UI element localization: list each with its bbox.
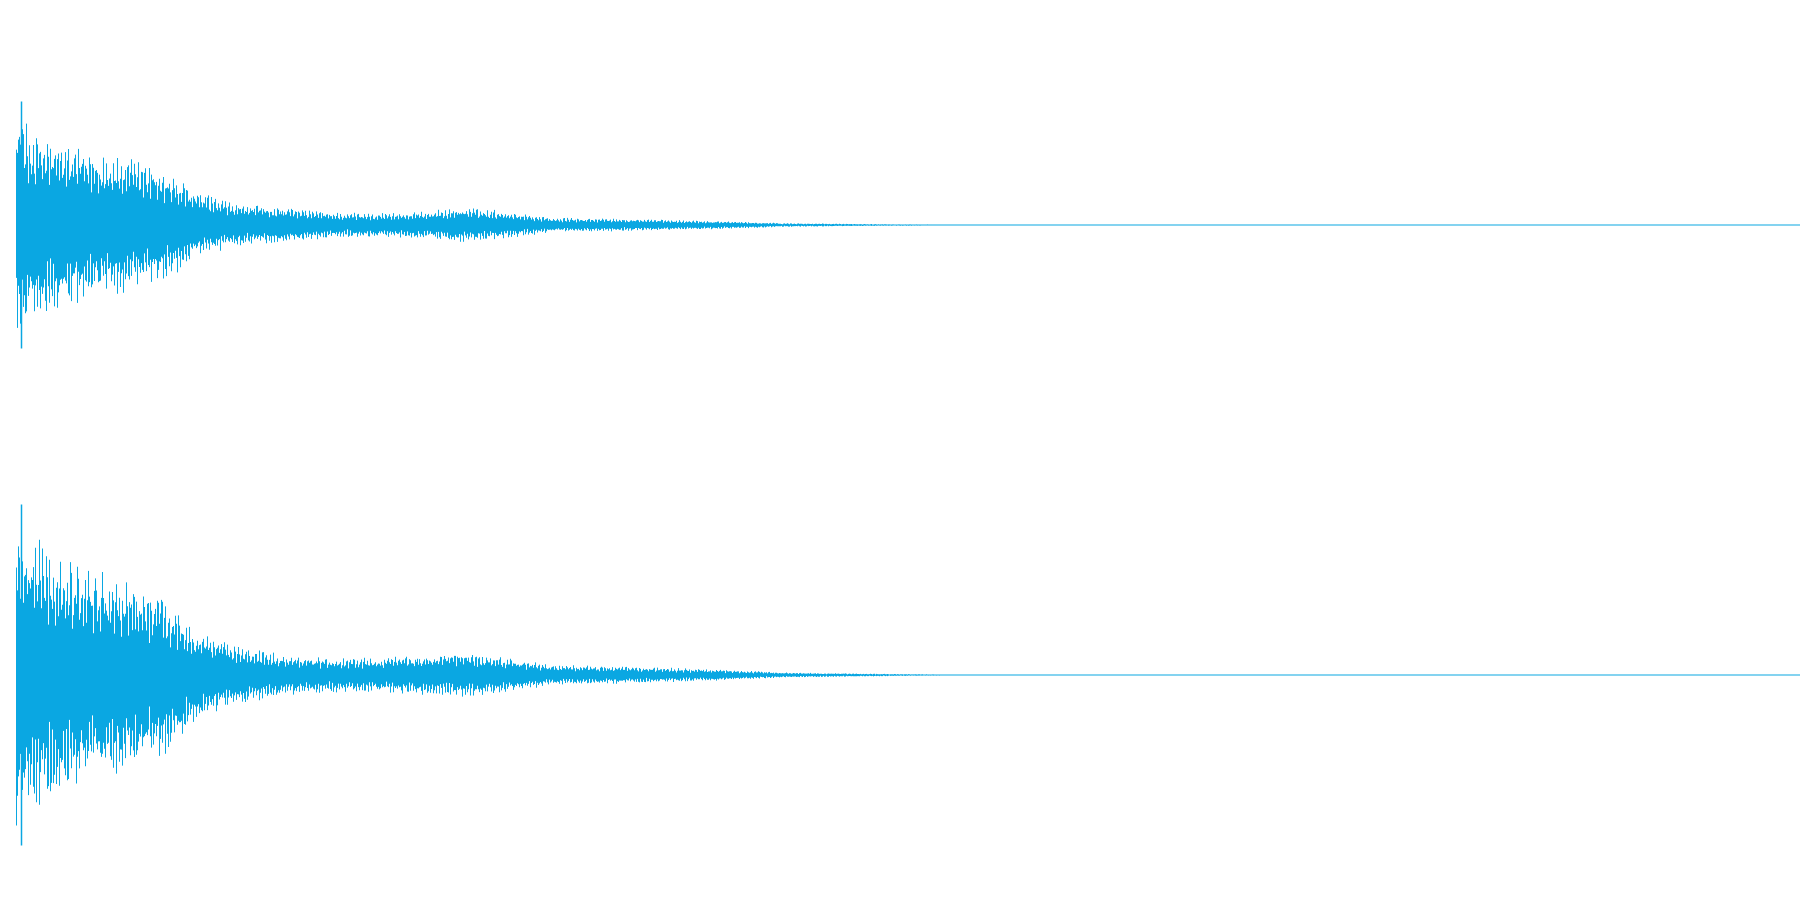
channel-1-signal [16,123,938,328]
channel-2-signal [16,539,940,826]
channel-2-waveform [16,504,1800,846]
channel-1-waveform [16,101,1800,349]
